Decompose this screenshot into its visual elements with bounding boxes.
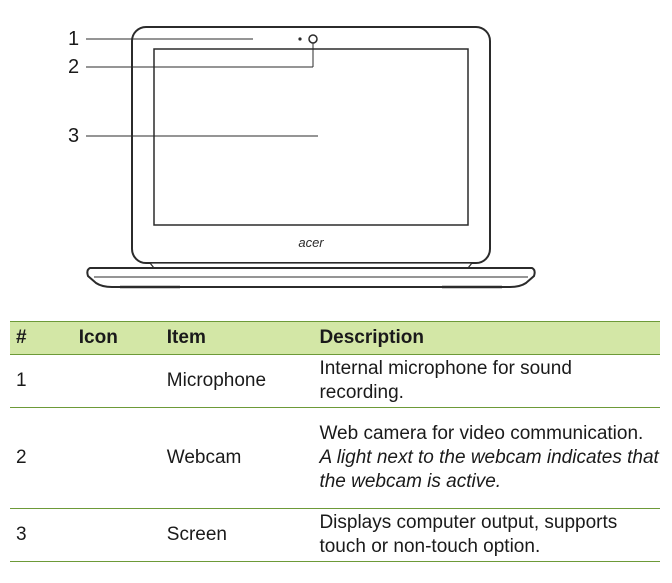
callout-number-3: 3 xyxy=(68,125,80,147)
row-icon xyxy=(72,508,161,562)
table-row: 1 Microphone Internal microphone for sou… xyxy=(10,354,660,408)
laptop-illustration: acer xyxy=(86,26,536,289)
row-icon xyxy=(72,354,161,408)
microphone-dot xyxy=(298,37,302,41)
laptop-front-figure: acer 1 2 3 xyxy=(68,26,536,289)
header-description: Description xyxy=(313,321,660,355)
table-row: 3 Screen Displays computer output, suppo… xyxy=(10,508,660,562)
row-item: Webcam xyxy=(160,407,314,509)
row-description: Displays computer output, supports touch… xyxy=(313,508,660,562)
component-table: # Icon Item Description 1 Microphone Int… xyxy=(10,321,660,562)
row-description: Internal microphone for sound recording. xyxy=(313,354,660,408)
callout-number-1: 1 xyxy=(68,28,80,50)
row-description: Web camera for video communication. xyxy=(319,423,644,444)
header-num: # xyxy=(10,321,73,355)
callout-number-2: 2 xyxy=(68,56,80,78)
table-header-row: # Icon Item Description xyxy=(10,321,660,355)
row-icon xyxy=(72,407,161,509)
brand-logo: acer xyxy=(298,235,324,250)
row-num: 2 xyxy=(10,407,73,509)
header-icon: Icon xyxy=(72,321,161,355)
row-num: 3 xyxy=(10,508,73,562)
screen-area xyxy=(153,48,469,226)
row-description-cell: Web camera for video communication. A li… xyxy=(313,407,660,509)
row-item: Screen xyxy=(160,508,314,562)
webcam-lens xyxy=(308,34,318,44)
row-num: 1 xyxy=(10,354,73,408)
table-row: 2 Webcam Web camera for video communicat… xyxy=(10,407,660,509)
header-item: Item xyxy=(160,321,314,355)
row-item: Microphone xyxy=(160,354,314,408)
row-note: A light next to the webcam indicates tha… xyxy=(319,447,659,492)
